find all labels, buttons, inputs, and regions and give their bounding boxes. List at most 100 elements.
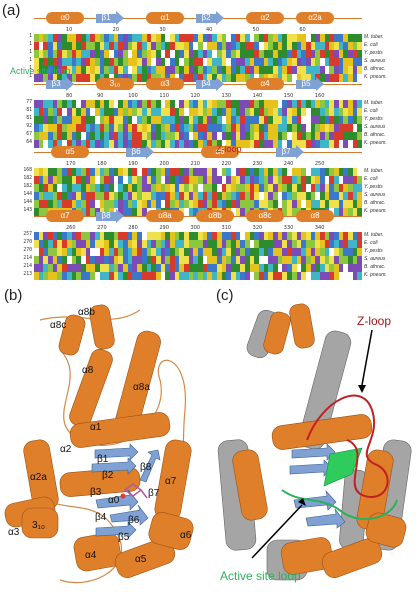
row-start-number: 168 xyxy=(23,168,32,173)
helix-icon xyxy=(296,210,334,222)
species-label: E. coli xyxy=(364,240,378,246)
position-tick: 150 xyxy=(283,93,294,99)
ss-element-label: α8b xyxy=(208,211,222,220)
helix-icon xyxy=(246,12,284,24)
row-start-number: 143 xyxy=(23,208,32,213)
panel-a-label: (a) xyxy=(2,2,21,19)
species-label: K. pneum. xyxy=(364,140,387,146)
sequence-row xyxy=(34,248,363,256)
position-tick: 230 xyxy=(252,161,263,167)
species-label: M. tuber. xyxy=(364,34,384,40)
position-tick: 40 xyxy=(206,27,213,33)
position-tick: 140 xyxy=(252,93,263,99)
species-label: Y. pestis xyxy=(364,116,383,122)
species-label: E. coli xyxy=(364,108,378,114)
position-tick: 330 xyxy=(283,225,294,231)
position-tick: 90 xyxy=(97,93,104,99)
label-a2a: α2a xyxy=(30,472,47,483)
row-start-number: 1 xyxy=(29,42,32,47)
position-tick: 120 xyxy=(190,93,200,99)
species-label: B. afnrac. xyxy=(364,132,386,138)
ss-element-label: α8 xyxy=(310,211,320,220)
label-b5: β5 xyxy=(118,532,130,543)
ss-element-label: β2 xyxy=(201,13,211,22)
row-start-number: 1 xyxy=(29,66,32,71)
position-tick: 220 xyxy=(221,161,232,167)
sequence-row xyxy=(34,66,363,74)
position-tick: 340 xyxy=(314,225,325,231)
species-label: S. aureus xyxy=(364,192,386,198)
sequence-row xyxy=(34,108,363,116)
ss-element-label: α2 xyxy=(260,13,270,22)
helix-icon xyxy=(96,78,134,90)
label-a3: α3 xyxy=(8,527,20,538)
position-tick: 160 xyxy=(314,93,325,99)
ss-element-label: α8c xyxy=(258,211,272,220)
row-start-number: 1 xyxy=(29,34,32,39)
ss-element-label: α8a xyxy=(158,211,172,220)
label-b6: β6 xyxy=(128,515,140,526)
ss-element-label: α6 xyxy=(215,147,225,156)
ss-element-label: α0 xyxy=(60,13,70,22)
position-tick: 30 xyxy=(159,27,166,33)
species-label: S. aureus xyxy=(364,124,386,130)
row-start-number: 257 xyxy=(23,232,32,237)
position-tick: 290 xyxy=(159,225,169,231)
z-loop-annotation: Z-loop xyxy=(216,144,242,154)
label-b1: β1 xyxy=(97,454,109,465)
panel-c-label: (c) xyxy=(216,287,234,304)
sequence-row xyxy=(34,272,363,280)
row-start-number: 1 xyxy=(29,50,32,55)
ss-element-label: 3₁₀ xyxy=(109,79,121,88)
sequence-row xyxy=(34,232,363,240)
helix-icon xyxy=(146,210,184,222)
position-tick: 280 xyxy=(128,225,138,231)
row-start-number: 144 xyxy=(23,192,32,197)
row-start-number: 214 xyxy=(23,264,32,269)
position-tick: 270 xyxy=(97,225,107,231)
sequence-row xyxy=(34,58,363,66)
label-a6: α6 xyxy=(180,530,192,541)
position-tick: 20 xyxy=(112,27,120,33)
position-tick: 80 xyxy=(66,93,73,99)
sequence-row xyxy=(34,132,363,140)
ss-element-label: β8 xyxy=(101,211,111,220)
row-start-number: 214 xyxy=(23,256,32,261)
ss-element-label: α1 xyxy=(160,13,170,22)
species-label: B. afnrac. xyxy=(364,264,386,270)
row-start-number: 67 xyxy=(26,132,32,137)
species-label: M. tuber. xyxy=(364,168,384,174)
species-label: K. pneum. xyxy=(364,208,387,214)
active-site-loop-annotation: Active site loop xyxy=(10,66,71,76)
label-b4: β4 xyxy=(95,512,107,523)
row-start-number: 1 xyxy=(29,74,32,79)
sequence-row xyxy=(34,264,363,272)
row-start-number: 64 xyxy=(26,140,32,145)
row-start-number: 270 xyxy=(23,240,32,245)
helix-icon xyxy=(246,210,284,222)
sequence-row xyxy=(34,124,363,132)
species-label: Y. pestis xyxy=(364,248,383,254)
sequence-row xyxy=(34,256,363,264)
ss-element-label: β3 xyxy=(51,79,61,88)
ss-element-label: β6 xyxy=(131,147,141,156)
sequence-row xyxy=(34,100,363,108)
position-tick: 50 xyxy=(252,27,260,33)
sequence-row xyxy=(34,184,363,192)
ss-element-label: α4 xyxy=(260,79,270,88)
row-start-number: 81 xyxy=(26,108,32,113)
ss-element-label: β5 xyxy=(301,79,311,88)
sequence-row xyxy=(34,168,363,176)
helix-icon xyxy=(46,210,84,222)
species-label: M. tuber. xyxy=(364,100,384,106)
sequence-row xyxy=(34,200,363,208)
position-tick: 210 xyxy=(190,161,200,167)
position-tick: 180 xyxy=(97,161,107,167)
row-start-number: 144 xyxy=(23,200,32,205)
row-start-number: 270 xyxy=(23,248,32,253)
label-a7: α7 xyxy=(165,476,177,487)
position-tick: 100 xyxy=(128,93,138,99)
sequence-row xyxy=(34,192,363,200)
position-tick: 170 xyxy=(66,161,76,167)
ss-element-label: α7 xyxy=(60,211,70,220)
